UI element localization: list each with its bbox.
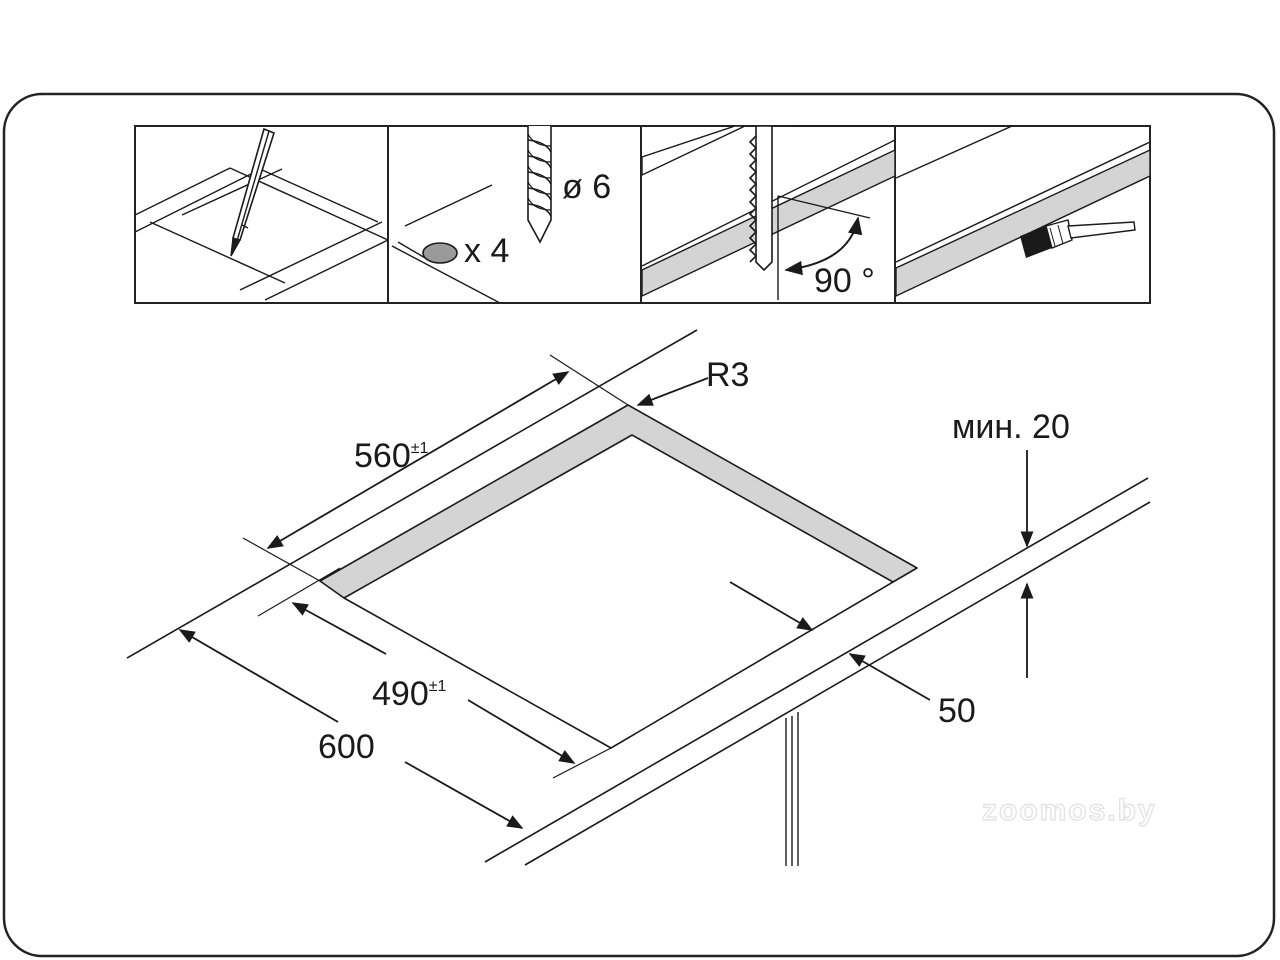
dim-560-line (266, 371, 570, 549)
outer-frame (2, 92, 1276, 958)
svg-text:560±1: 560±1 (354, 437, 429, 475)
saw-angle-label: 90 ° (814, 262, 875, 300)
hole-count-label: x 4 (464, 232, 509, 270)
steps-strip: ø 6 x 4 90 ° (134, 125, 1151, 304)
cutout-drawing (126, 329, 1151, 866)
angle-arc (784, 216, 863, 276)
svg-text:490±1: 490±1 (372, 675, 447, 713)
step-mark-panel (135, 127, 388, 301)
drill-diameter-label: ø 6 (562, 168, 611, 206)
step-seal-panel (896, 126, 1150, 297)
min-thickness-label: мин. 20 (952, 408, 1070, 446)
drill-bit-icon (527, 126, 552, 244)
pencil-icon (230, 127, 275, 257)
saw-blade-icon (748, 126, 773, 272)
dim-600-label: 600 (318, 728, 375, 766)
drill-hole-icon (422, 242, 458, 264)
step-drill-panel (391, 126, 552, 303)
corner-radius-label: R3 (706, 356, 749, 394)
dim-490-label: 490±1 (372, 675, 447, 713)
dim-50-label: 50 (938, 692, 976, 730)
step-saw-panel (642, 126, 895, 300)
watermark: zoomos.by (982, 794, 1157, 827)
brush-icon (1020, 219, 1136, 258)
dim-560-label: 560±1 (354, 437, 429, 475)
